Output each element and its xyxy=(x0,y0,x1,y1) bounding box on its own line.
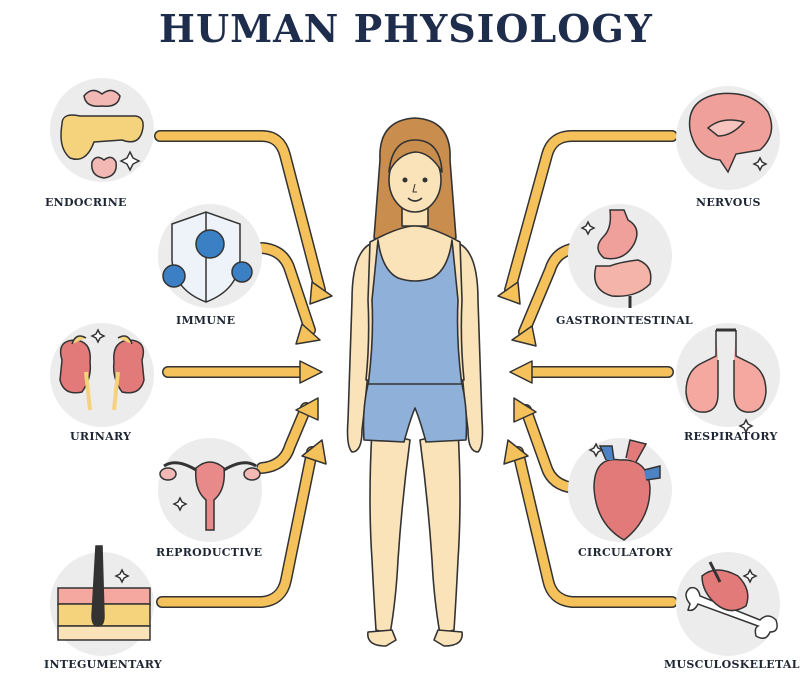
circulatory-icon xyxy=(568,438,672,542)
left-leg xyxy=(370,430,410,634)
label-endocrine: ENDOCRINE xyxy=(45,196,127,209)
nervous-icon xyxy=(676,86,780,190)
label-urinary: URINARY xyxy=(70,430,131,443)
reproductive-icon xyxy=(158,438,262,542)
respiratory-icon xyxy=(676,323,780,432)
urinary-icon xyxy=(50,323,154,427)
integumentary-icon xyxy=(50,546,154,656)
gastrointestinal-icon xyxy=(568,204,672,308)
shorts xyxy=(364,384,467,442)
label-musculoskeletal: MUSCULOSKELETAL xyxy=(664,658,800,671)
label-nervous: NERVOUS xyxy=(696,196,761,209)
label-reproductive: REPRODUCTIVE xyxy=(156,546,262,559)
left-foot xyxy=(368,630,396,646)
label-respiratory: RESPIRATORY xyxy=(684,430,778,443)
label-immune: IMMUNE xyxy=(176,314,235,327)
right-leg xyxy=(420,430,460,634)
right-foot xyxy=(434,630,462,646)
musculoskeletal-icon xyxy=(676,552,780,656)
label-gastrointestinal: GASTROINTESTINAL xyxy=(556,314,693,327)
immune-icon xyxy=(158,204,262,308)
endocrine-icon xyxy=(50,78,154,182)
human-figure xyxy=(348,118,483,646)
label-integumentary: INTEGUMENTARY xyxy=(44,658,162,671)
label-circulatory: CIRCULATORY xyxy=(578,546,673,559)
